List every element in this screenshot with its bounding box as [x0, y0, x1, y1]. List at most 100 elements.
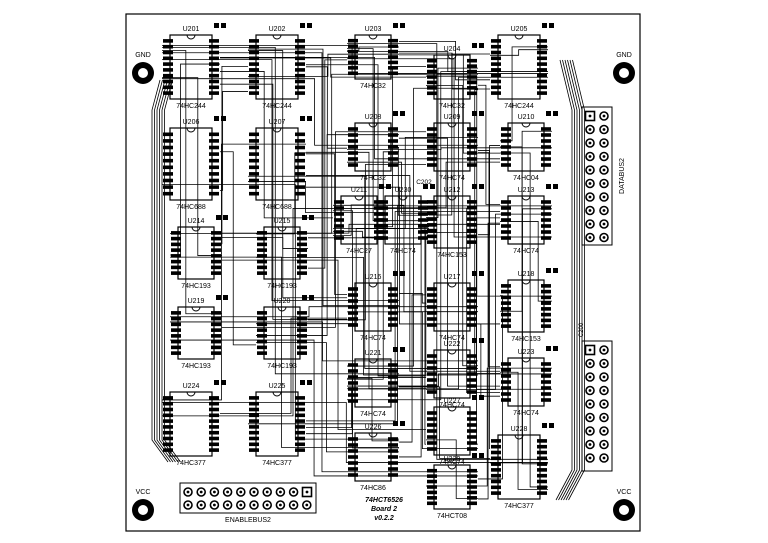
chip-part-label: 74HC74 — [513, 248, 539, 255]
chip-u223: U223 74HC74 — [501, 346, 558, 417]
chip-part-label: 74HC377 — [504, 503, 534, 510]
chip-ref-label: U205 — [511, 26, 528, 33]
mount-hole-vcc-left: VCC — [132, 489, 154, 521]
chip-part-label: 74HC74 — [390, 248, 416, 255]
chip-u229: U229 74HCT08 — [427, 453, 484, 520]
chip-ref-label: U216 — [365, 274, 382, 281]
enablebus-connector: ENABLEBUS2 — [179, 482, 317, 524]
chip-ref-label: U215 — [274, 218, 291, 225]
chip-u205: U205 74HC244 — [491, 23, 554, 110]
cap-label-c202: C202 — [416, 179, 432, 186]
mount-hole-gnd-right: GND — [613, 52, 635, 84]
chip-part-label: 74HC688 — [262, 204, 292, 211]
chip-ref-label: U229 — [444, 456, 461, 463]
mount-hole-gnd-left: GND — [132, 52, 154, 84]
chip-ref-label: U228 — [511, 426, 528, 433]
chip-part-label: 74HC153 — [437, 252, 467, 259]
chip-u218: U218 74HC153 — [501, 268, 558, 343]
chip-ref-label: U227 — [444, 398, 461, 405]
chip-part-label: 74HC377 — [262, 460, 292, 467]
chip-ref-label: U208 — [365, 114, 382, 121]
io-connector: C200 — [579, 322, 613, 472]
chip-part-label: 74HC74 — [439, 335, 465, 342]
io-pins — [584, 344, 609, 463]
chip-ref-label: U226 — [365, 424, 382, 431]
chip-part-label: 74HC74 — [513, 410, 539, 417]
chip-u220: U220 74HC193 — [257, 295, 314, 370]
chip-part-label: 74HC32 — [439, 103, 465, 110]
chip-u226: U226 74HC86 — [348, 421, 405, 492]
board-outline — [125, 13, 641, 532]
chip-part-label: 74HC193 — [267, 363, 297, 370]
chip-u215: U215 74HC193 — [257, 215, 314, 290]
chip-u216: U216 74HC74 — [348, 271, 405, 342]
databus-label: DATABUS2 — [619, 158, 626, 194]
board-subtitle: Board 2 — [371, 506, 397, 513]
chip-u204: U204 74HC32 — [427, 43, 484, 110]
chip-u203: U203 74HC32 — [348, 23, 405, 90]
chip-ref-label: U222 — [444, 341, 461, 348]
chip-ref-label: U203 — [365, 26, 382, 33]
board-title-block: 74HCT6526 Board 2 v0.2.2 — [365, 497, 403, 522]
databus-connector: DATABUS2 — [581, 106, 626, 246]
chip-part-label: 74HC74 — [360, 335, 386, 342]
chip-part-label: 74HC74 — [439, 459, 465, 466]
cap-label: C200 — [579, 322, 585, 337]
chip-part-label: 74HC377 — [176, 460, 206, 467]
chip-u230: U230 74HC74 — [378, 184, 435, 255]
enablebus-pins — [183, 486, 313, 510]
chip-ref-label: U230 — [395, 187, 412, 194]
chip-part-label: 74HC193 — [181, 283, 211, 290]
mount-label: VCC — [617, 489, 632, 496]
chip-part-label: 74HCT08 — [437, 513, 467, 520]
chip-u213: U213 74HC74 — [501, 184, 558, 255]
chip-u208: U208 74HC32 — [348, 111, 405, 182]
chip-part-label: 74HC688 — [176, 204, 206, 211]
chip-ref-label: U223 — [518, 349, 535, 356]
chip-ref-label: U220 — [274, 298, 291, 305]
databus-pins — [584, 110, 609, 243]
chip-part-label: 74HC244 — [176, 103, 206, 110]
chip-part-label: 74HC74 — [439, 175, 465, 182]
mount-label: GND — [135, 52, 151, 59]
chip-u212: U212 74HC153 — [427, 184, 484, 259]
chip-ref-label: U213 — [518, 187, 535, 194]
mount-label: VCC — [136, 489, 151, 496]
chip-part-label: 74HC74 — [360, 411, 386, 418]
chip-u217: U217 74HC74 — [427, 271, 484, 342]
chip-part-label: 74HC86 — [360, 485, 386, 492]
chip-part-label: 74HC244 — [504, 103, 534, 110]
mount-hole-vcc-right: VCC — [613, 489, 635, 521]
chip-ref-label: U209 — [444, 114, 461, 121]
chip-u224: U224 74HC377 — [163, 380, 226, 467]
chip-ref-label: U217 — [444, 274, 461, 281]
chip-u228: U228 74HC377 — [491, 423, 554, 510]
chip-ref-label: U204 — [444, 46, 461, 53]
chip-ref-label: U214 — [188, 218, 205, 225]
chip-part-label: 74HC04 — [513, 175, 539, 182]
chip-ref-label: U219 — [188, 298, 205, 305]
chip-part-label: 74HC193 — [267, 283, 297, 290]
chip-part-label: 74HC32 — [360, 83, 386, 90]
chip-part-label: 74HC74 — [439, 402, 465, 409]
chip-ref-label: U224 — [183, 383, 200, 390]
chip-u210: U210 74HC04 — [501, 111, 558, 182]
chip-ref-label: U211 — [351, 187, 367, 194]
chip-ref-label: U212 — [444, 187, 461, 194]
chip-ref-label: U218 — [518, 271, 535, 278]
board-title: 74HCT6526 — [365, 497, 403, 504]
chip-ref-label: U210 — [518, 114, 535, 121]
chip-part-label: 74HC32 — [360, 175, 386, 182]
mount-label: GND — [616, 52, 632, 59]
chip-part-label: 74HC153 — [511, 336, 541, 343]
